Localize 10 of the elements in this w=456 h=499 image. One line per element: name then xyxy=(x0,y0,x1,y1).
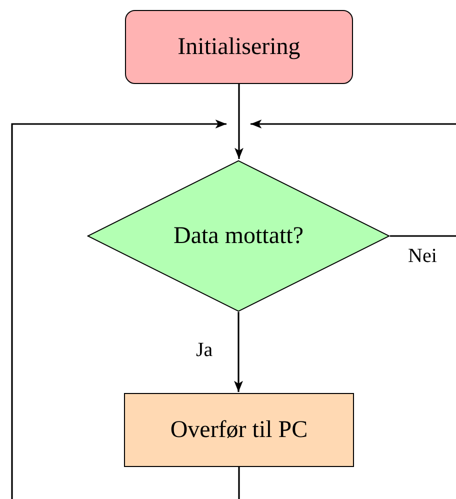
start-box xyxy=(125,10,353,84)
node-text: Initialisering xyxy=(178,35,300,59)
node-text: Data mottatt? xyxy=(174,224,304,248)
arrow xyxy=(234,84,244,159)
process-box xyxy=(124,393,354,467)
node-text: Overfør til PC xyxy=(170,418,308,442)
arrow xyxy=(250,120,456,237)
arrow xyxy=(234,312,243,392)
arrow xyxy=(11,120,240,499)
decision-diamond xyxy=(87,160,390,312)
